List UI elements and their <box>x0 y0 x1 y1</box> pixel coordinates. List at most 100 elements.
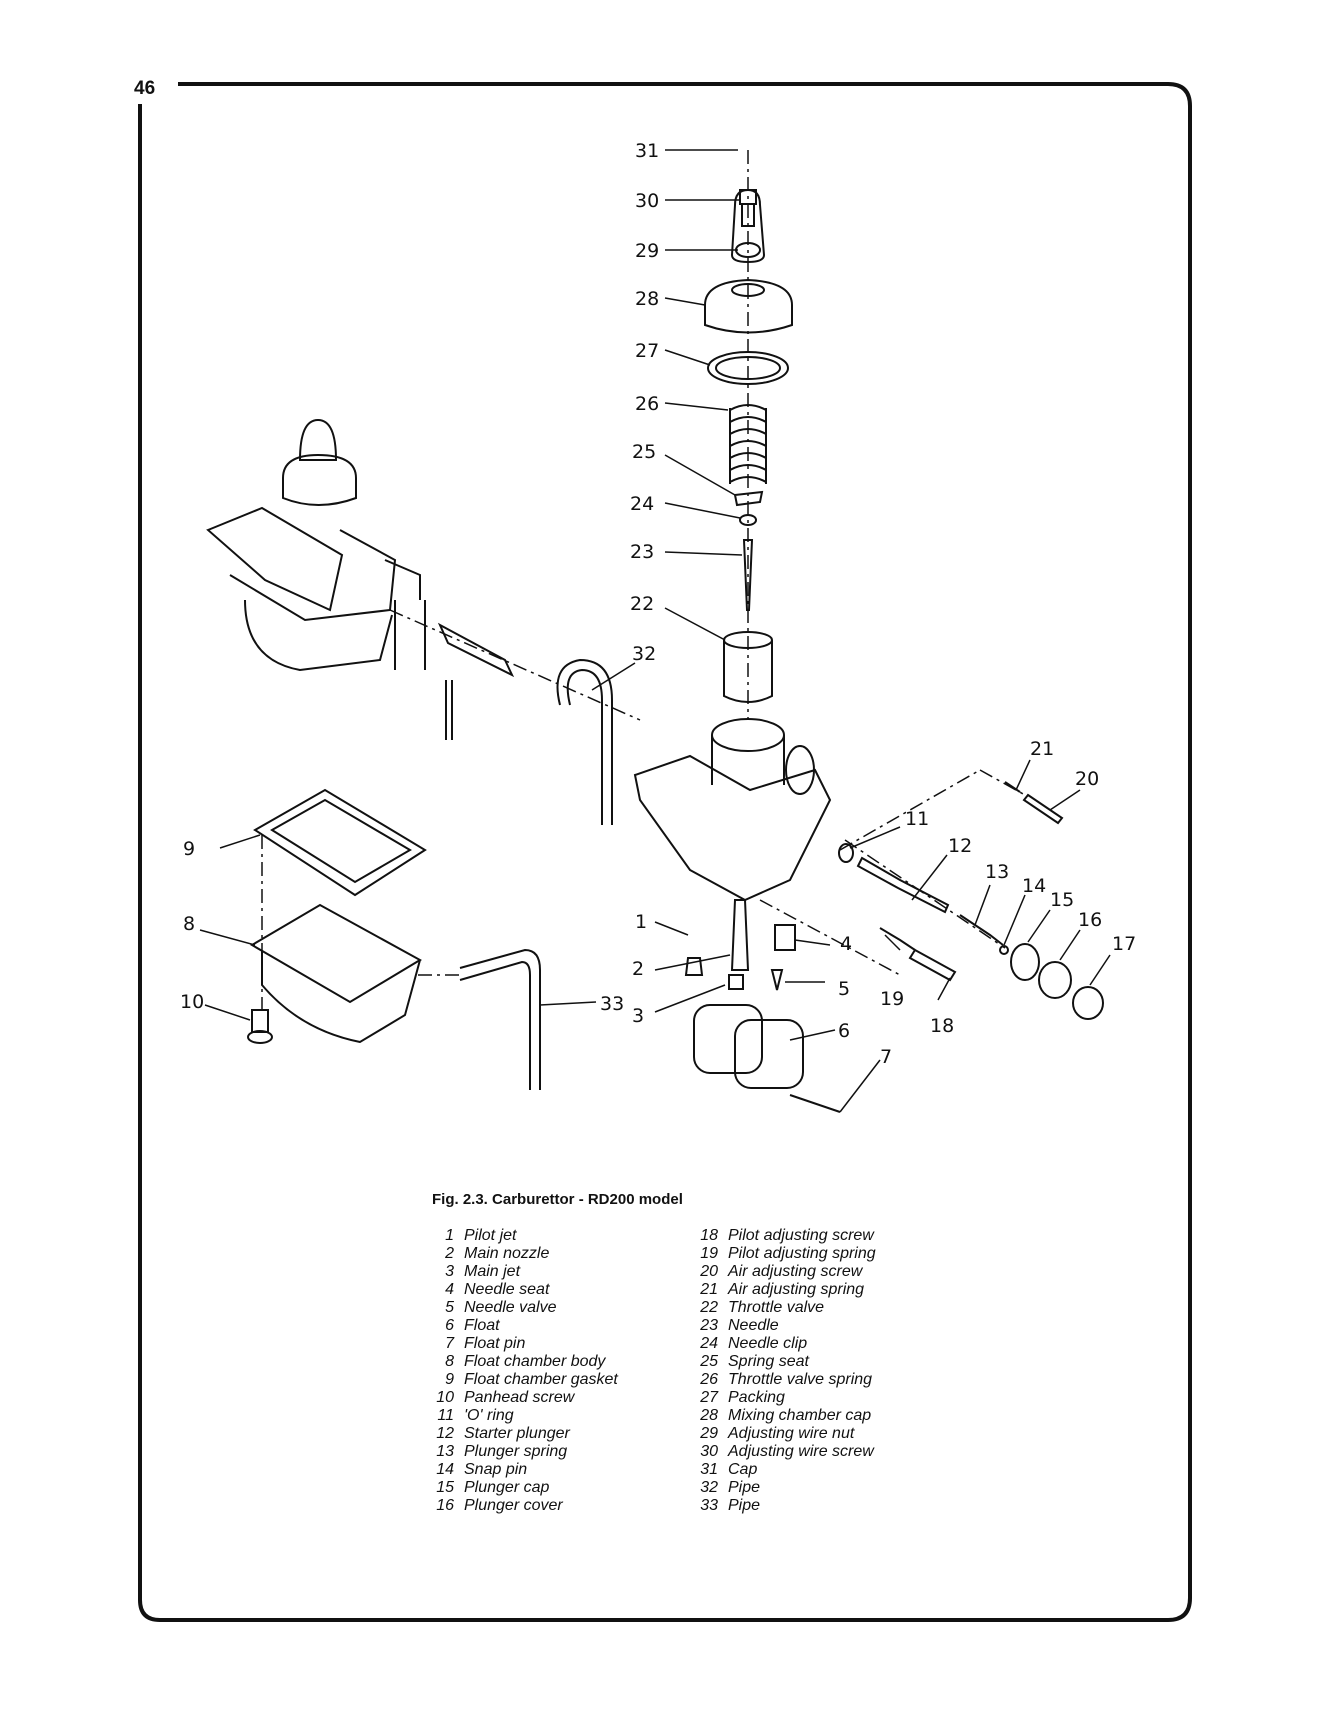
key-number: 30 <box>700 1443 718 1460</box>
key-label: Pipe <box>728 1497 761 1514</box>
callout-9: 9 <box>183 838 195 860</box>
main-nozzle-part <box>730 899 750 971</box>
pipe-32-part <box>556 658 613 825</box>
callout-3: 3 <box>632 1005 644 1027</box>
key-label: Plunger cap <box>464 1479 550 1496</box>
key-label: Snap pin <box>464 1461 528 1478</box>
assembled-carburettor-illustration <box>206 418 515 740</box>
key-label: Starter plunger <box>464 1425 570 1442</box>
key-number: 6 <box>445 1317 454 1334</box>
key-label: Pilot adjusting spring <box>728 1245 876 1262</box>
key-label: 'O' ring <box>464 1407 514 1424</box>
starter-plunger-part <box>856 856 950 914</box>
key-label: Adjusting wire nut <box>728 1425 855 1442</box>
key-label: Needle clip <box>728 1335 808 1352</box>
key-number: 8 <box>445 1353 454 1370</box>
key-number: 7 <box>445 1335 454 1352</box>
callout-2: 2 <box>632 958 644 980</box>
key-number: 22 <box>700 1299 718 1316</box>
key-row: 12 Starter plunger <box>432 1425 672 1443</box>
key-number: 33 <box>700 1497 718 1514</box>
callout-15: 15 <box>1050 889 1074 911</box>
key-label: Float chamber gasket <box>464 1371 618 1388</box>
assembly-lines <box>261 150 1026 1010</box>
key-row: 14 Snap pin <box>432 1461 672 1479</box>
key-number: 13 <box>436 1443 454 1460</box>
key-number: 14 <box>436 1461 454 1478</box>
key-number: 15 <box>436 1479 454 1496</box>
page-number: 46 <box>134 78 156 99</box>
key-label: Cap <box>728 1461 758 1478</box>
plunger-cap-part <box>1010 943 1040 981</box>
pipe-33-part <box>459 948 541 1090</box>
key-number: 29 <box>700 1425 718 1442</box>
key-number: 3 <box>445 1263 454 1280</box>
figure-caption: Fig. 2.3. Carburettor - RD200 model <box>432 1191 683 1208</box>
callout-12: 12 <box>948 835 972 857</box>
key-row: 6 Float <box>432 1317 672 1335</box>
float-pin-part <box>789 1094 841 1113</box>
panhead-screw-part <box>247 1009 273 1044</box>
key-label: Adjusting wire screw <box>728 1443 874 1460</box>
key-number: 23 <box>700 1317 718 1334</box>
key-number: 5 <box>445 1299 454 1316</box>
key-number: 24 <box>700 1335 718 1352</box>
key-label: Pipe <box>728 1479 761 1496</box>
key-row: 29 Adjusting wire nut <box>696 1425 956 1443</box>
callout-13: 13 <box>985 861 1009 883</box>
callout-20: 20 <box>1075 768 1099 790</box>
callout-22: 22 <box>630 593 654 615</box>
float-chamber-body-part <box>250 903 423 1044</box>
callout-31: 31 <box>635 140 659 162</box>
float-chamber-gasket-part <box>253 788 427 897</box>
key-row: 15 Plunger cap <box>432 1479 672 1497</box>
key-number: 27 <box>700 1389 718 1406</box>
plunger-spring-part <box>959 914 1004 946</box>
key-label: Main nozzle <box>464 1245 550 1262</box>
key-number: 18 <box>700 1227 718 1244</box>
key-label: Panhead screw <box>464 1389 575 1406</box>
key-number: 2 <box>445 1245 454 1262</box>
key-number: 16 <box>436 1497 454 1514</box>
callout-5: 5 <box>838 978 850 1000</box>
key-number: 1 <box>445 1227 454 1244</box>
key-label: Mixing chamber cap <box>728 1407 872 1424</box>
callout-7: 7 <box>880 1046 892 1068</box>
callout-29: 29 <box>635 240 659 262</box>
callout-11: 11 <box>905 808 929 830</box>
key-number: 4 <box>445 1281 454 1298</box>
callout-10: 10 <box>180 991 204 1013</box>
key-label: Throttle valve <box>728 1299 825 1316</box>
key-number: 9 <box>445 1371 454 1388</box>
snap-pin-part <box>999 945 1009 955</box>
callout-28: 28 <box>635 288 659 310</box>
leader-lines <box>199 149 1111 1113</box>
pilot-adjusting-spring-part <box>879 927 916 951</box>
key-label: Spring seat <box>728 1353 809 1370</box>
key-number: 31 <box>700 1461 718 1478</box>
key-number: 12 <box>436 1425 454 1442</box>
key-row: 33 Pipe <box>696 1497 956 1515</box>
key-number: 20 <box>700 1263 718 1280</box>
end-cap-part <box>1072 986 1104 1020</box>
key-label: Float pin <box>464 1335 526 1352</box>
callout-8: 8 <box>183 913 195 935</box>
key-number: 11 <box>437 1407 454 1424</box>
key-number: 28 <box>700 1407 718 1424</box>
key-label: Float <box>464 1317 500 1334</box>
key-label: Main jet <box>464 1263 521 1280</box>
key-row: 9 Float chamber gasket <box>432 1371 672 1389</box>
callout-18: 18 <box>930 1015 954 1037</box>
pilot-adjusting-screw-part <box>908 948 957 982</box>
float-part <box>693 1004 804 1089</box>
key-label: Plunger spring <box>464 1443 568 1460</box>
needle-part <box>742 539 754 611</box>
